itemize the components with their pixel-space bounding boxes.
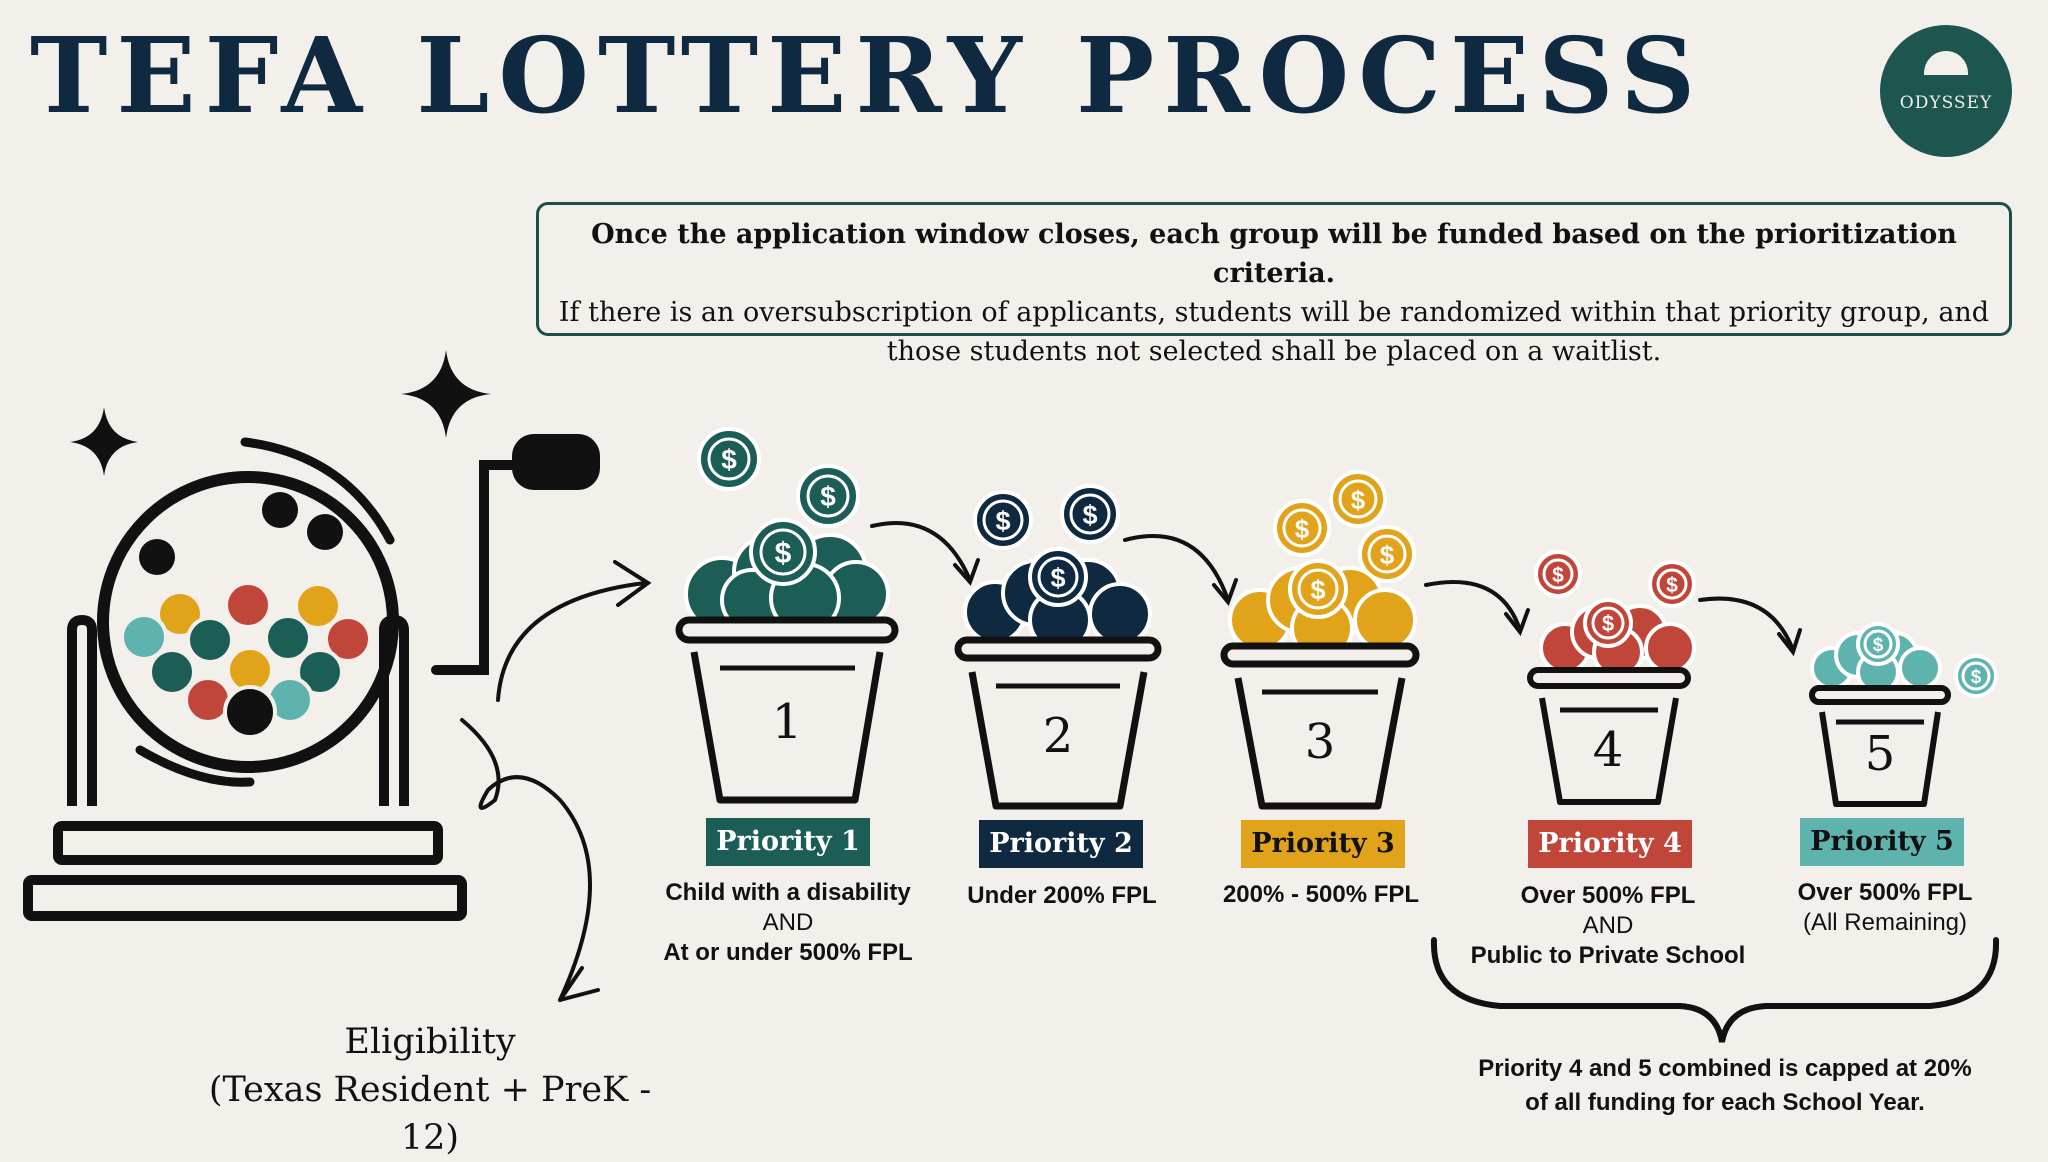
svg-text:$: $	[1602, 611, 1614, 636]
coin-icon: $	[1583, 598, 1633, 648]
bucket-priority-1: $ $ $ 1	[675, 427, 899, 804]
info-line-3: those students not selected shall be pla…	[886, 336, 1662, 367]
coin-icon: $	[973, 490, 1033, 550]
desc-line: At or under 500% FPL	[663, 939, 913, 966]
bucket-number: 1	[772, 694, 803, 750]
svg-text:$: $	[1295, 514, 1310, 544]
coin-icon: $	[1648, 560, 1696, 608]
connector-arrows	[460, 521, 1802, 1002]
priority-label-2: Priority 2	[979, 820, 1143, 868]
priority-desc-4: Over 500% FPL AND Public to Private Scho…	[1440, 881, 1776, 971]
svg-text:$: $	[1666, 574, 1678, 597]
coin-icon: $	[1288, 559, 1348, 619]
coin-icon: $	[1358, 525, 1416, 583]
coin-icon: $	[1954, 654, 1998, 698]
priority-desc-1: Child with a disability AND At or under …	[628, 878, 948, 968]
svg-text:$: $	[1050, 563, 1065, 593]
svg-text:$: $	[1082, 500, 1097, 530]
bucket-priority-3: $ $ $ $ 3	[1220, 470, 1420, 810]
priority-label-3: Priority 3	[1241, 820, 1405, 868]
priority-desc-2: Under 200% FPL	[930, 881, 1194, 911]
odyssey-logo: ODYSSEY	[1880, 25, 2012, 157]
logo-text: ODYSSEY	[1899, 93, 1993, 113]
desc-line: AND	[762, 909, 814, 936]
priority-label-5: Priority 5	[1800, 818, 1964, 866]
brace-icon	[1430, 937, 2000, 1043]
svg-text:$: $	[775, 537, 792, 570]
info-line-2: If there is an oversubscription of appli…	[558, 297, 1990, 328]
svg-text:$: $	[1971, 667, 1982, 688]
coin-icon: $	[1329, 470, 1387, 528]
info-box: Once the application window closes, each…	[536, 202, 2012, 367]
bucket-priority-2: $ $ $ 2	[954, 484, 1162, 810]
bucket-number: 3	[1305, 714, 1336, 770]
lottery-machine-icon	[23, 350, 600, 921]
priority-label-4: Priority 4	[1528, 820, 1692, 868]
cap-note: Priority 4 and 5 combined is capped at 2…	[1440, 1052, 2010, 1120]
coin-icon: $	[749, 518, 817, 586]
desc-line: AND	[1582, 912, 1634, 939]
bucket-priority-4: $ $ $ 4	[1527, 550, 1696, 805]
desc-line: (All Remaining)	[1802, 909, 1968, 936]
svg-text:$: $	[820, 481, 836, 512]
eligibility-line-2: (Texas Resident + PreK - 12)	[208, 1070, 652, 1158]
desc-line: Over 500% FPL	[1520, 882, 1696, 909]
svg-text:$: $	[1552, 564, 1564, 587]
sparkle-icon	[70, 407, 138, 476]
coin-icon: $	[697, 427, 761, 491]
desc-line: Child with a disability	[665, 879, 911, 906]
desc-line: Over 500% FPL	[1797, 879, 1973, 906]
svg-text:$: $	[1873, 635, 1884, 656]
bucket-priority-5: $ $ 5	[1809, 622, 1998, 807]
svg-text:$: $	[1380, 540, 1395, 570]
eligibility-line-1: Eligibility	[344, 1022, 516, 1062]
coin-icon: $	[1060, 484, 1120, 544]
desc-line: Under 200% FPL	[967, 882, 1157, 909]
desc-line: Public to Private School	[1470, 942, 1746, 969]
eligibility-note: Eligibility (Texas Resident + PreK - 12)	[190, 1018, 670, 1162]
coin-icon: $	[1856, 622, 1900, 666]
cap-note-line-2: of all funding for each School Year.	[1525, 1089, 1925, 1116]
bucket-number: 2	[1043, 708, 1074, 764]
coin-icon: $	[1273, 499, 1331, 557]
bucket-number: 5	[1865, 726, 1896, 782]
priority-desc-5: Over 500% FPL (All Remaining)	[1770, 878, 2000, 938]
svg-text:$: $	[995, 506, 1010, 536]
coin-icon: $	[1028, 547, 1088, 607]
bucket-number: 4	[1593, 722, 1624, 778]
svg-text:$: $	[1351, 485, 1366, 515]
coin-icon: $	[1534, 550, 1582, 598]
desc-line: 200% - 500% FPL	[1222, 881, 1420, 908]
sparkle-icon	[401, 350, 491, 438]
priority-desc-3: 200% - 500% FPL	[1188, 880, 1454, 910]
info-bold-line: Once the application window closes, each…	[591, 219, 1957, 289]
priority-label-1: Priority 1	[706, 818, 870, 866]
svg-text:$: $	[721, 444, 737, 475]
cap-note-line-1: Priority 4 and 5 combined is capped at 2…	[1478, 1055, 1972, 1082]
svg-text:$: $	[1310, 575, 1325, 605]
page-title: TEFA LOTTERY PROCESS	[30, 14, 1705, 137]
coin-icon: $	[796, 464, 860, 528]
